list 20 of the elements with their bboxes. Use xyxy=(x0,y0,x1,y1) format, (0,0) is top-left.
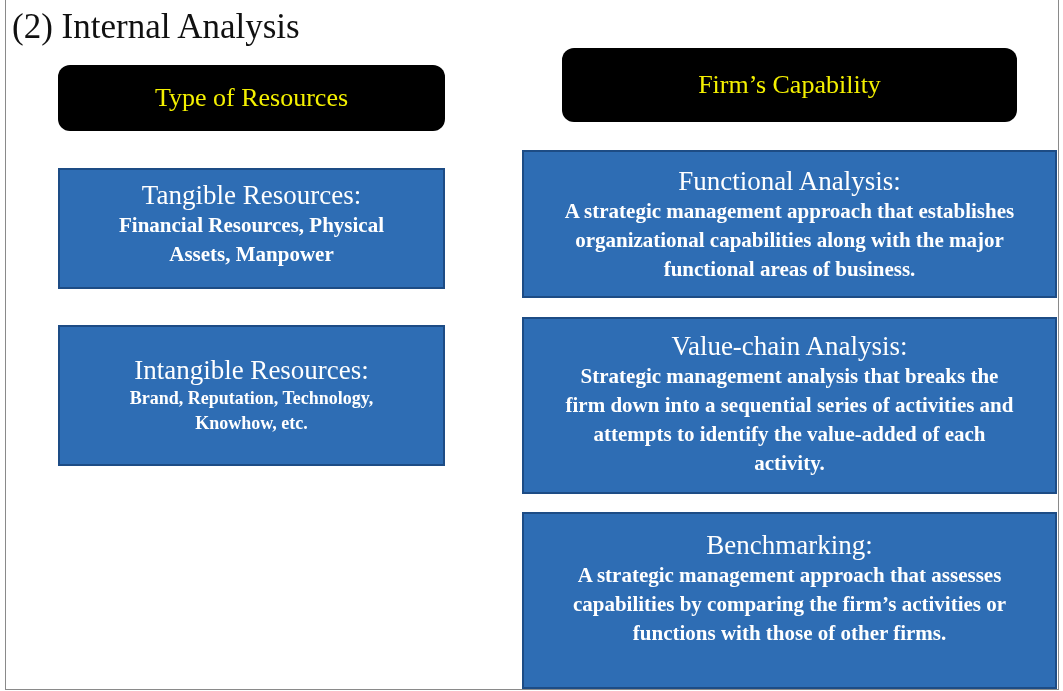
box-heading: Intangible Resources: xyxy=(134,355,369,387)
box-heading: Tangible Resources: xyxy=(141,180,362,212)
info-box xyxy=(58,325,445,466)
box-description: Financial Resources, Physical Assets, Manpower xyxy=(118,212,385,268)
info-box xyxy=(58,168,445,289)
box-description: A strategic management approach that assesses capabilities by comparing the firm’s activities or functions with those of other firms. xyxy=(571,562,1008,647)
info-box xyxy=(522,317,1057,494)
box-heading: Functional Analysis: xyxy=(678,166,901,198)
info-box xyxy=(522,150,1057,298)
header-box xyxy=(562,48,1017,122)
box-description: Strategic management analysis that breaks the firm down into a sequential series of activities and attempts to identify the value-added of each activity. xyxy=(564,363,1015,477)
box-heading: Benchmarking: xyxy=(706,530,873,562)
slide-title: (2) Internal Analysis xyxy=(12,8,300,47)
header-box xyxy=(58,65,445,131)
box-description: A strategic management approach that establishes organizational capabilities along with the major functional areas of business. xyxy=(563,198,1016,283)
box-heading: Value-chain Analysis: xyxy=(671,331,908,363)
header-label: Type of Resources xyxy=(154,83,349,113)
box-description: Brand, Reputation, Technology, Knowhow, etc. xyxy=(128,387,375,435)
info-box xyxy=(522,512,1057,689)
header-label: Firm’s Capability xyxy=(698,70,881,100)
